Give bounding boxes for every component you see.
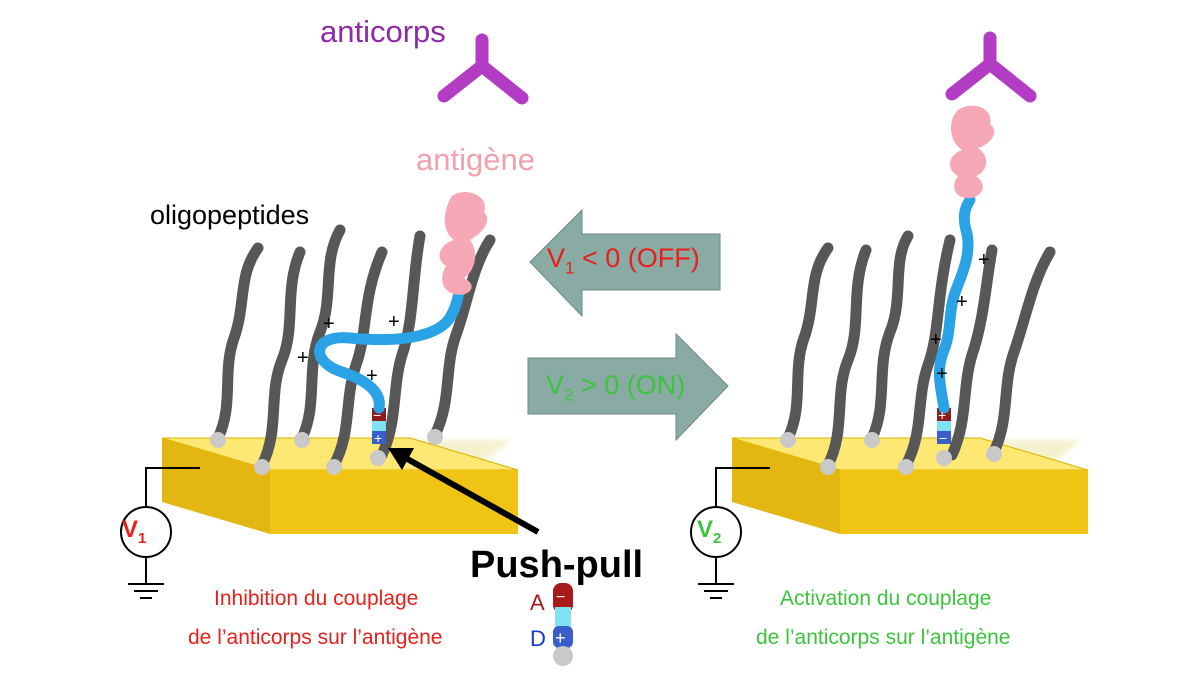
push-pull-legend: − + — [553, 583, 573, 666]
right-charge-4: + — [936, 363, 948, 385]
off-prefix: V — [547, 243, 566, 273]
right-anchor-dots — [780, 432, 1002, 475]
label-acceptor: A — [530, 590, 545, 615]
left-anchor-dots — [210, 429, 443, 475]
v1-prefix: V — [122, 516, 139, 543]
left-charge-2: + — [388, 311, 400, 333]
label-push-pull: Push-pull — [470, 544, 644, 586]
right-panel: + + + + + − — [690, 105, 1089, 599]
off-sub: 1 — [565, 258, 575, 278]
left-panel: + + + + − + — [120, 191, 540, 599]
right-charge-2: + — [956, 291, 968, 313]
left-charge-4: + — [366, 365, 378, 387]
on-prefix: V — [546, 370, 565, 400]
antibody-icon-right — [945, 31, 1037, 103]
right-charges: + + + + + − — [930, 249, 990, 446]
left-oligopeptides — [212, 224, 496, 471]
legend-minus: − — [556, 589, 565, 606]
label-antigene: antigène — [416, 142, 535, 177]
off-suffix: < 0 (OFF) — [574, 243, 700, 273]
right-unit-plus: + — [938, 407, 946, 423]
right-voltage-source — [690, 506, 742, 558]
antibody-icon-left — [437, 33, 529, 105]
legend-plus: + — [555, 628, 566, 648]
right-chain — [933, 194, 976, 414]
on-sub: 2 — [564, 385, 574, 405]
v1-sub: 1 — [138, 529, 147, 547]
label-oligopeptides: oligopeptides — [150, 200, 310, 230]
left-chain — [314, 278, 468, 414]
on-arrow — [527, 332, 729, 442]
label-anticorps: anticorps — [320, 14, 446, 49]
left-charges: + + + + − + — [297, 311, 400, 446]
left-gold-substrate — [161, 437, 519, 534]
label-inhibition-line2: de l’anticorps sur l’antigène — [188, 626, 443, 649]
label-off-arrow: V1 < 0 (OFF) — [547, 243, 700, 278]
label-inhibition-line1: Inhibition du couplage — [214, 587, 419, 610]
right-oligopeptides — [782, 230, 1056, 471]
push-pull-pointer-arrow — [388, 448, 540, 535]
voltage-label-right: V2 — [697, 516, 721, 547]
label-activation-line2: de l’anticorps sur l’antigène — [756, 626, 1011, 649]
center-arrows — [527, 208, 729, 442]
right-antigen — [949, 105, 995, 199]
right-circuit — [698, 467, 770, 599]
right-charge-3: + — [930, 329, 942, 351]
on-suffix: > 0 (ON) — [573, 370, 686, 400]
right-charge-1: + — [978, 249, 990, 271]
left-voltage-source — [120, 506, 172, 558]
left-charge-3: + — [297, 347, 309, 369]
v2-prefix: V — [697, 516, 714, 543]
off-arrow — [529, 208, 721, 318]
v2-sub: 2 — [713, 529, 722, 547]
left-unit-plus: + — [374, 430, 382, 446]
left-unit-minus: − — [373, 407, 381, 423]
label-donor: D — [530, 626, 546, 651]
left-charge-1: + — [323, 313, 335, 335]
left-circuit — [128, 467, 200, 599]
label-on-arrow: V2 > 0 (ON) — [546, 370, 685, 405]
voltage-label-left: V1 — [122, 516, 146, 547]
label-activation-line1: Activation du couplage — [780, 587, 992, 610]
right-unit-minus: − — [939, 430, 947, 446]
left-antigen — [439, 191, 488, 295]
